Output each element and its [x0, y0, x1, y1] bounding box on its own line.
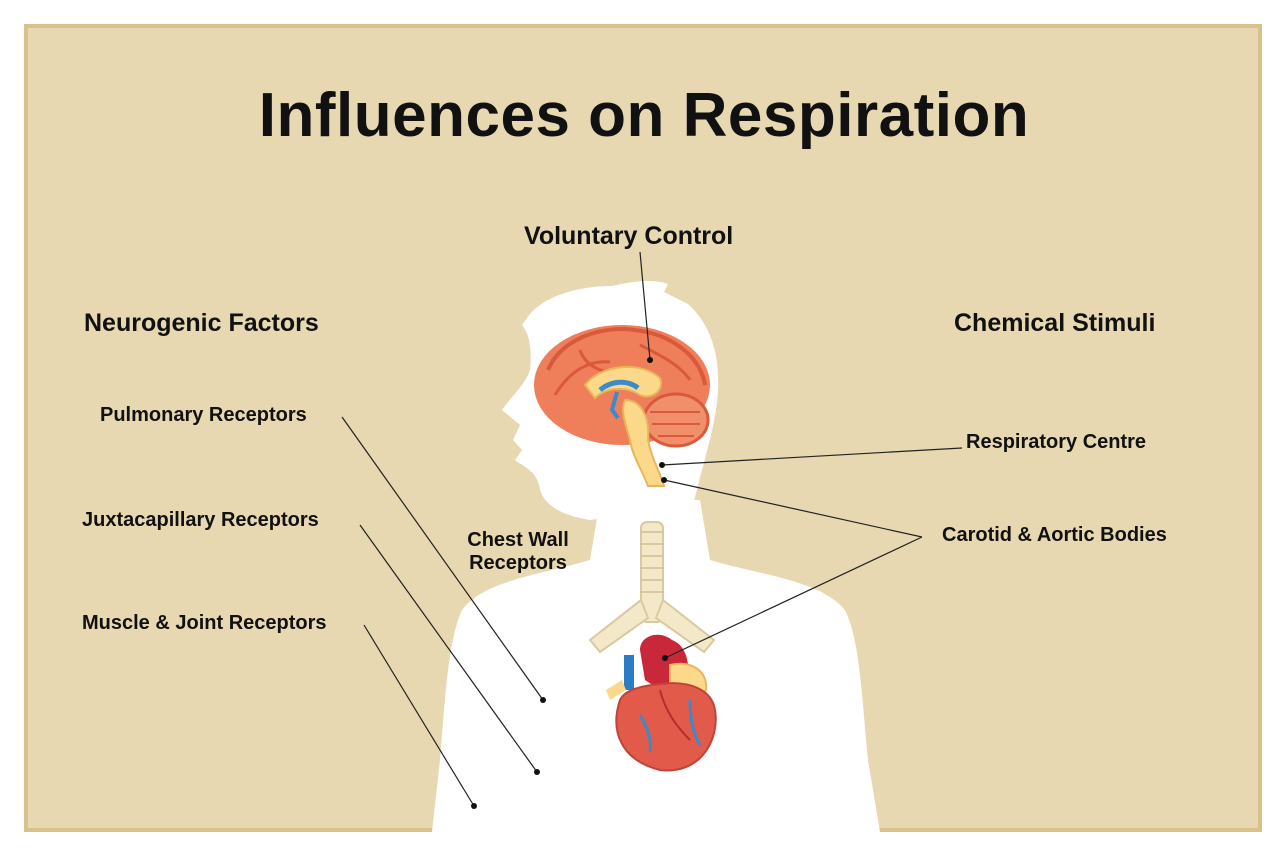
chest-wall-line-2: Receptors [469, 552, 567, 574]
leader-lines [341, 251, 963, 807]
label-chest-wall-receptors: Chest Wall Receptors [452, 529, 584, 575]
label-muscle-joint-receptors: Muscle & Joint Receptors [82, 612, 327, 634]
heading-neurogenic-factors: Neurogenic Factors [84, 309, 319, 337]
chest-wall-line-1: Chest Wall [467, 529, 569, 551]
label-respiratory-centre: Respiratory Centre [966, 431, 1147, 453]
brain [534, 325, 710, 487]
heading-chemical-stimuli: Chemical Stimuli [954, 309, 1156, 337]
trachea [588, 521, 716, 654]
label-carotid-aortic-bodies: Carotid & Aortic Bodies [942, 524, 1167, 546]
page-title: Influences on Respiration [258, 81, 1030, 150]
label-pulmonary-receptors: Pulmonary Receptors [100, 404, 307, 426]
label-juxtacapillary-receptors: Juxtacapillary Receptors [82, 509, 319, 531]
leader-dots [471, 357, 668, 809]
heading-voluntary-control: Voluntary Control [524, 222, 734, 250]
heart [606, 634, 717, 772]
